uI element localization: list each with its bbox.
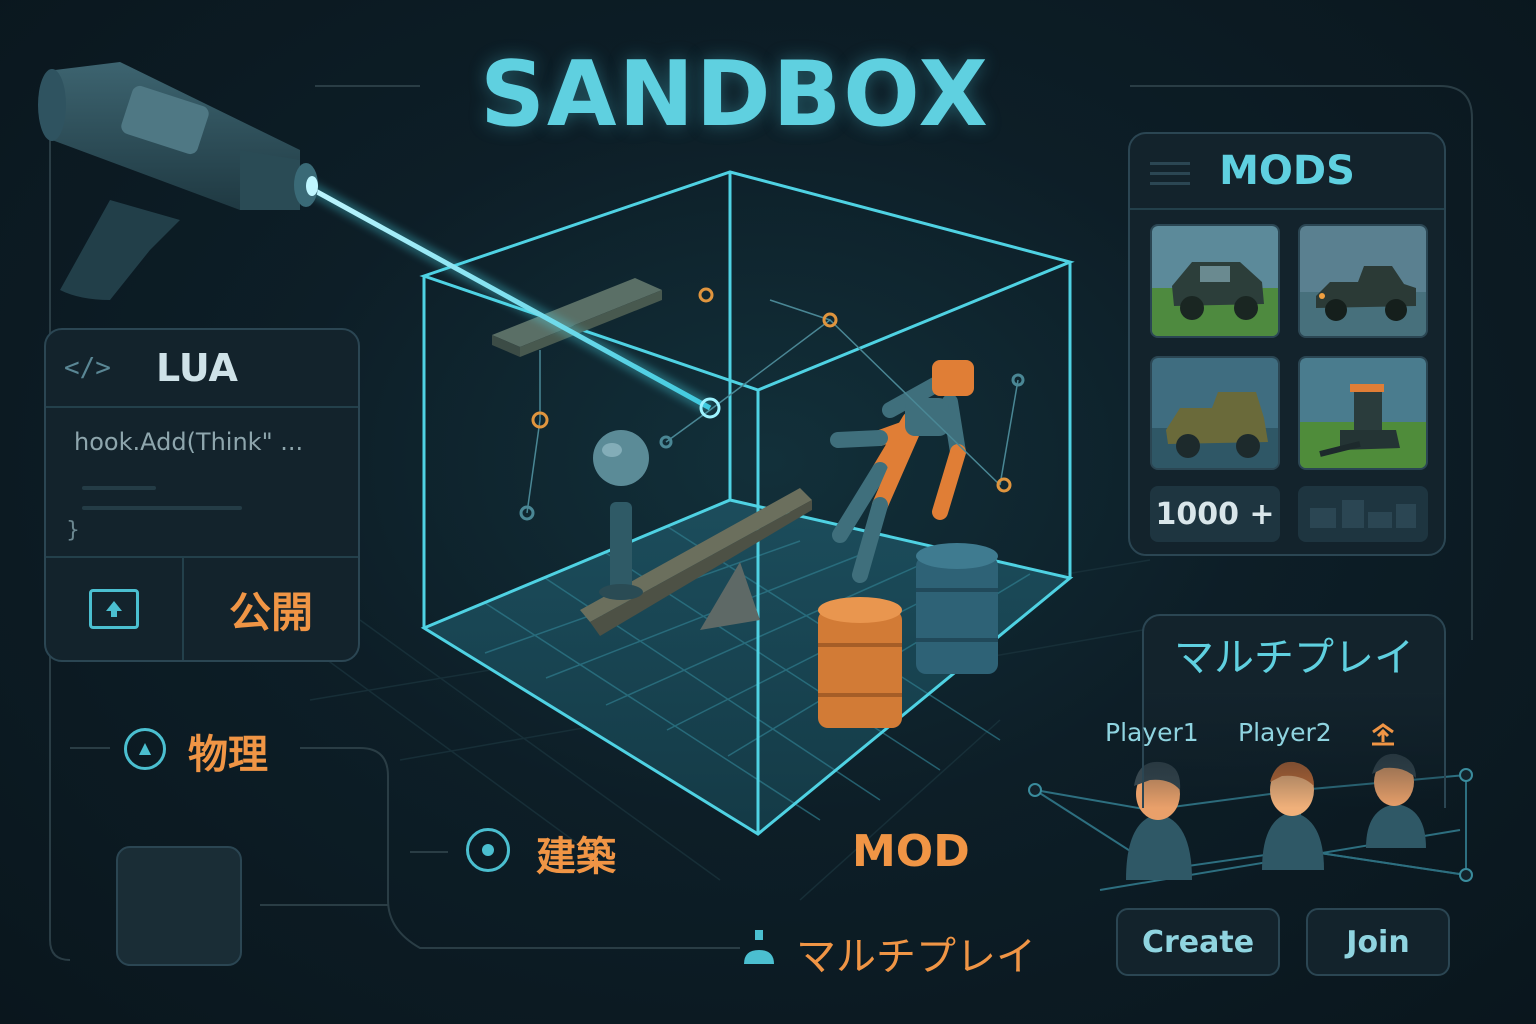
person-icon [740, 928, 778, 968]
target-icon [466, 828, 510, 872]
host-icon [1370, 722, 1396, 746]
create-button[interactable]: Create [1116, 908, 1280, 976]
tool-slot[interactable] [116, 846, 242, 966]
join-label: Join [1346, 924, 1410, 960]
mods-panel: MODS [1128, 132, 1446, 556]
mod-thumbnail-truck[interactable] [1150, 356, 1280, 470]
mod-thumbnail-jeep[interactable] [1150, 224, 1280, 338]
upload-icon [89, 589, 139, 629]
lua-panel: </> LUA hook.Add(Think" ... } 公開 [44, 328, 360, 662]
build-label: 建築 [536, 834, 616, 880]
lua-panel-header: </> LUA [46, 330, 358, 408]
multiplayer-panel-header: マルチプレイ [1142, 614, 1446, 694]
more-mods-button[interactable] [1298, 486, 1428, 542]
physics-label: 物理 [188, 732, 268, 778]
physics-icon [124, 728, 166, 770]
mod-count-badge[interactable]: 1000 + [1150, 486, 1280, 542]
menu-icon [1150, 162, 1190, 192]
player-label: Player1 [1105, 718, 1199, 747]
lua-code-editor[interactable]: hook.Add(Think" ... } [46, 408, 358, 558]
mod-label: MOD [852, 826, 970, 877]
mods-panel-header: MODS [1130, 134, 1444, 210]
mod-thumbnail-forklift[interactable] [1298, 356, 1428, 470]
code-icon: </> [64, 353, 111, 383]
publish-button[interactable]: 公開 [184, 558, 358, 660]
multiplayer-label: マルチプレイ [796, 934, 1036, 980]
multiplayer-panel-body [1142, 692, 1446, 808]
player-label: Player2 [1238, 718, 1332, 747]
lua-code-line: hook.Add(Think" ... [74, 428, 304, 456]
multiplayer-title: マルチプレイ [1174, 635, 1414, 681]
game-title: SANDBOX [480, 42, 990, 147]
mod-thumbnail-pickup[interactable] [1298, 224, 1428, 338]
upload-button[interactable] [46, 558, 184, 660]
lua-brace: } [66, 518, 80, 543]
lua-title: LUA [156, 346, 238, 390]
code-placeholder-line [82, 486, 156, 490]
join-button[interactable]: Join [1306, 908, 1450, 976]
mods-title: MODS [1219, 148, 1355, 194]
publish-label: 公開 [228, 587, 313, 637]
create-label: Create [1141, 924, 1255, 960]
code-placeholder-line [82, 506, 242, 510]
